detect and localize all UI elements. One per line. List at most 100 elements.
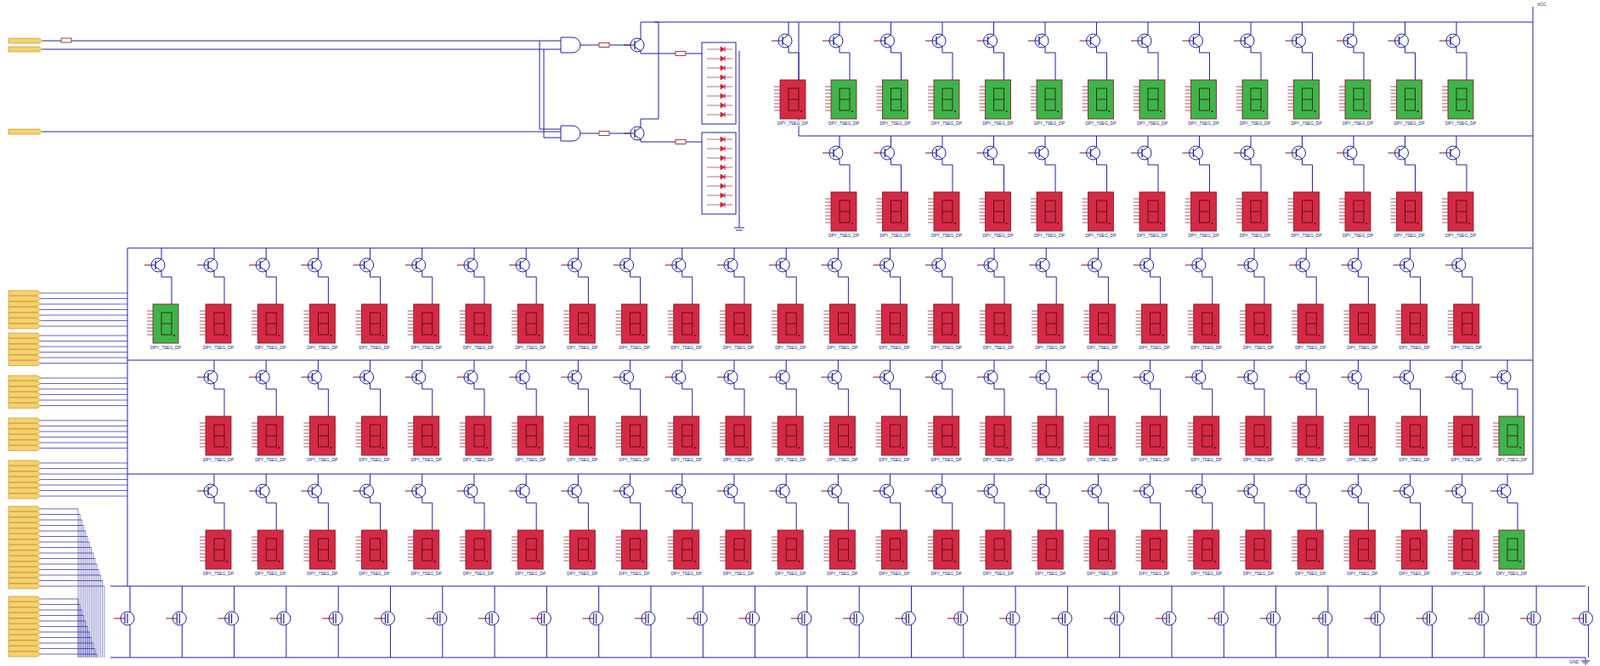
pin-lead [1236, 96, 1243, 98]
pin-lead [1343, 310, 1350, 312]
pin-lead [1291, 423, 1298, 425]
pin-lead [1343, 334, 1350, 336]
emitter-wire [525, 497, 527, 504]
segment-outline [837, 424, 849, 447]
pin-lead [876, 317, 882, 319]
pin-lead [1447, 446, 1454, 448]
segment-middle [788, 99, 799, 101]
transistor-base-lead [360, 377, 365, 379]
segment-middle [1405, 99, 1416, 101]
decimal-point [1159, 222, 1162, 225]
pin-lead [199, 557, 206, 559]
pin-lead [979, 110, 986, 112]
pin-lead [1291, 321, 1298, 323]
decimal-point [1266, 446, 1268, 449]
collector-wire [161, 248, 163, 260]
pin-lead [1390, 103, 1397, 105]
decimal-point [1214, 446, 1216, 449]
pin-lead [199, 321, 206, 323]
transistor-base-lead [151, 265, 156, 266]
pin-lead [407, 321, 414, 323]
pin-lead [1396, 327, 1403, 329]
segment-middle [1097, 435, 1109, 437]
pin-lead [1343, 440, 1350, 441]
transistor-collector [311, 259, 318, 264]
base-stub [665, 377, 673, 379]
emitter-wire [1004, 389, 1006, 417]
collector-wire [525, 248, 527, 260]
pin-lead [1133, 110, 1140, 112]
emitter-wire [1466, 164, 1468, 193]
transistor-base-lead [775, 377, 781, 379]
transistor-base-lead [881, 152, 886, 154]
segment-middle [1199, 99, 1210, 101]
emitter-wire [1158, 164, 1160, 193]
pin-lead [876, 219, 883, 221]
decimal-point [746, 334, 748, 337]
pin-lead [303, 440, 310, 441]
pin-lead [1441, 222, 1448, 224]
collector-wire [1301, 135, 1303, 147]
pin-lead [876, 222, 883, 224]
collector-wire [265, 474, 267, 486]
transistor-base-lead [1395, 152, 1400, 154]
transistor-collector [416, 485, 423, 490]
transistor-emitter [1196, 266, 1203, 272]
transistor-emitter [468, 378, 475, 384]
transistor-collector [1399, 34, 1406, 40]
pin-lead [979, 440, 986, 441]
transistor-symbol [672, 258, 686, 272]
pin-lead [825, 90, 832, 91]
pin-lead [511, 440, 518, 441]
pin-lead [407, 423, 414, 425]
pin-lead [303, 543, 310, 545]
collector-wire [681, 360, 683, 372]
collector-wire [734, 360, 735, 372]
pin-lead [823, 436, 830, 438]
pin-lead [1136, 331, 1143, 333]
segment-middle [214, 323, 225, 325]
pin-lead [667, 334, 674, 336]
segment-outline [839, 200, 850, 223]
transistor-emitter [311, 492, 318, 498]
transistor-base-lead [463, 265, 469, 266]
pin-lead [251, 314, 258, 316]
emitter-wire [890, 46, 892, 53]
segment-outline [525, 538, 537, 561]
pin-lead [459, 446, 466, 448]
collector-wire [1149, 248, 1151, 260]
transistor-symbol [1347, 370, 1362, 385]
seven-segment-display [1036, 192, 1063, 232]
pin-lead [876, 86, 883, 88]
pin-lead [1492, 440, 1499, 441]
pin-lead [667, 314, 674, 316]
segment-outline [1199, 88, 1210, 111]
emitter-wire [214, 277, 225, 278]
pin-lead [1082, 212, 1089, 214]
segment-outline [214, 312, 225, 335]
pin-lead [1082, 100, 1089, 102]
emitter-wire [889, 383, 891, 390]
pin-lead [1133, 209, 1140, 210]
collector-wire [681, 248, 683, 260]
transistor-collector [416, 259, 423, 264]
transistor-base-lead [567, 491, 572, 492]
pin-lead [927, 446, 934, 448]
segment-middle [1456, 99, 1467, 101]
transistor-emitter [833, 154, 840, 159]
seven-segment-display [725, 530, 752, 570]
segment-outline [370, 538, 381, 561]
pin-lead [407, 310, 414, 312]
pin-lead [1083, 423, 1090, 425]
transistor-base-lead [567, 265, 572, 266]
segment-middle [161, 323, 172, 325]
emitter-wire [265, 389, 277, 391]
decimal-point [851, 222, 854, 225]
emitter-wire [1254, 389, 1265, 391]
pin-lead [251, 436, 258, 438]
pin-lead [771, 433, 778, 435]
emitter-wire [1159, 277, 1161, 305]
emitter-wire [682, 277, 693, 278]
emitter-wire [1149, 271, 1151, 278]
segment-middle [317, 323, 328, 325]
